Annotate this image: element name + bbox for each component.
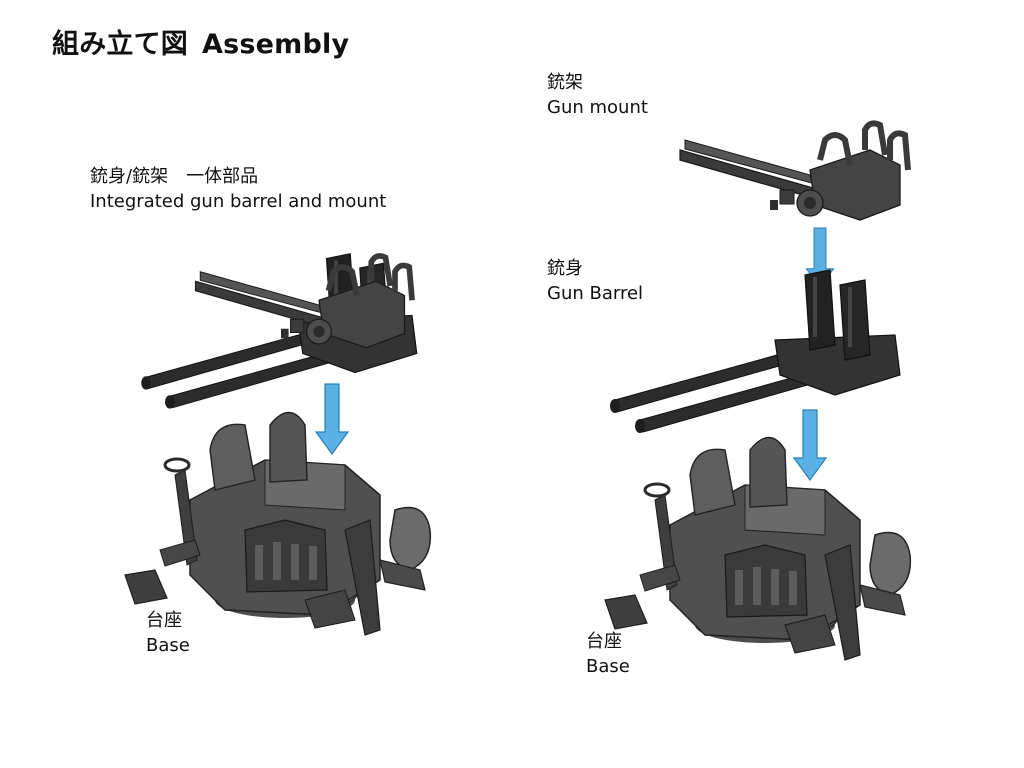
- right-gun-mount-model: [680, 123, 908, 220]
- right-gun-barrel-model: [609, 269, 901, 434]
- integrated-label-jp: 銃身/銃架 一体部品: [90, 166, 259, 187]
- page-title: 組み立て図 Assembly: [52, 22, 349, 61]
- right-base-label: 台座 Base: [586, 629, 630, 679]
- gun-barrel-label: 銃身 Gun Barrel: [547, 256, 643, 306]
- gun-barrel-label-jp: 銃身: [547, 258, 583, 279]
- gun-mount-label-en: Gun mount: [547, 97, 648, 118]
- integrated-part-label: 銃身/銃架 一体部品 Integrated gun barrel and mou…: [90, 164, 386, 214]
- right-base-label-en: Base: [586, 656, 630, 677]
- gun-barrel-label-en: Gun Barrel: [547, 283, 644, 304]
- title-jp: 組み立て図: [52, 29, 188, 60]
- gun-mount-label: 銃架 Gun mount: [547, 70, 648, 120]
- right-base-label-jp: 台座: [586, 631, 622, 652]
- right-base-model: [603, 436, 912, 662]
- title-en: Assembly: [202, 29, 350, 60]
- left-down-arrow: [315, 383, 349, 455]
- left-base-label-en: Base: [146, 635, 190, 656]
- integrated-label-en: Integrated gun barrel and mount: [90, 191, 387, 212]
- left-base-label: 台座 Base: [146, 608, 190, 658]
- left-base-label-jp: 台座: [146, 610, 182, 631]
- gun-mount-label-jp: 銃架: [547, 72, 583, 93]
- left-integrated-part: [140, 254, 418, 410]
- right-lower-arrow: [793, 409, 827, 481]
- left-base-model: [123, 411, 432, 637]
